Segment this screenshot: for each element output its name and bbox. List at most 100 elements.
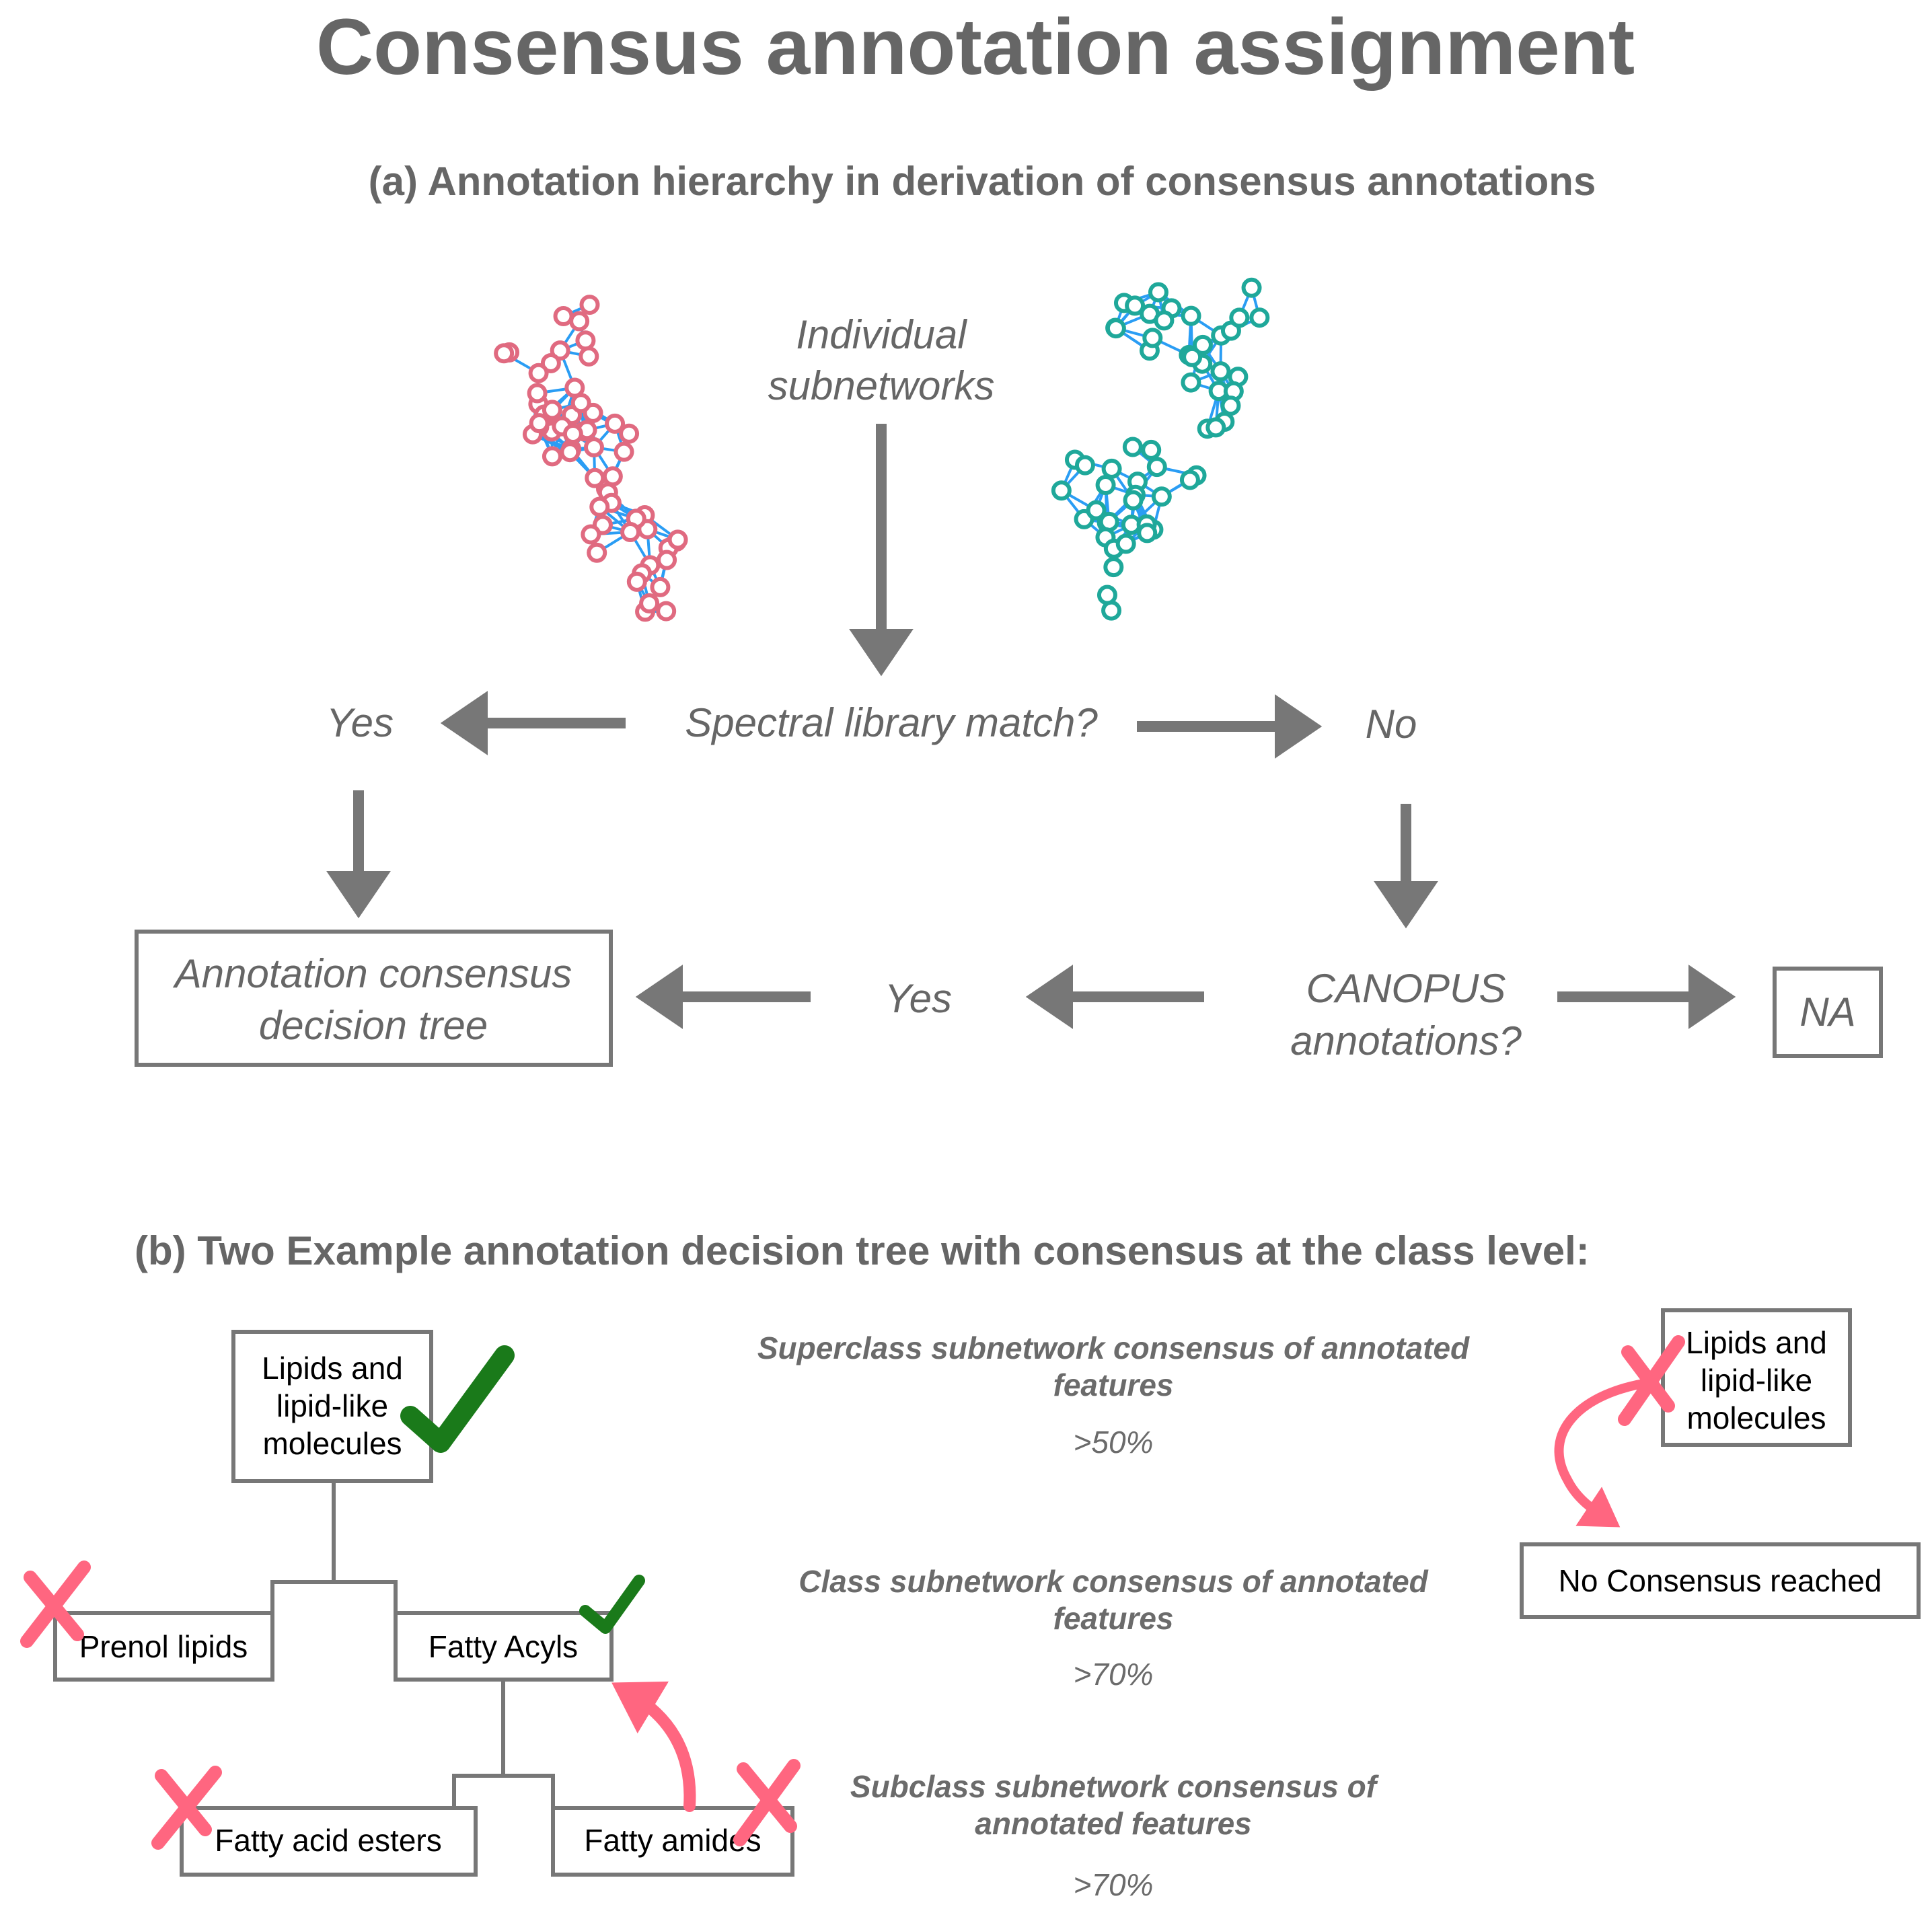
- tree2-root-line1: Lipids and: [1686, 1325, 1827, 1360]
- cross-icon: [733, 1759, 801, 1846]
- network-node: [650, 576, 671, 597]
- cross-icon: [20, 1561, 91, 1648]
- network-node: [560, 442, 581, 463]
- canopus-label-line1: CANOPUS: [1306, 966, 1506, 1011]
- tree2-root-line3: molecules: [1686, 1400, 1826, 1435]
- pink-curved-arrow-down: [1554, 1378, 1656, 1528]
- network-node: [1125, 295, 1146, 316]
- network-node: [1154, 310, 1175, 331]
- network-node: [1074, 455, 1095, 476]
- network-node: [550, 340, 570, 361]
- check-icon: [400, 1345, 515, 1453]
- network-node: [579, 346, 599, 367]
- network-node: [667, 529, 688, 550]
- network-node: [564, 377, 585, 398]
- decision-tree-box: [135, 930, 613, 1067]
- decision-tree-label-line1: Annotation consensus: [173, 951, 572, 996]
- prenol-lipids-box: [53, 1611, 274, 1682]
- yes-label-bottom: Yes: [885, 976, 952, 1021]
- canopus-label-line2: annotations?: [1290, 1018, 1522, 1063]
- no-label-top: No: [1366, 702, 1417, 747]
- fatty-acid-esters-label: Fatty acid esters: [215, 1823, 441, 1858]
- network-node: [569, 311, 590, 332]
- network-node: [1220, 396, 1241, 416]
- network-node: [1151, 486, 1172, 507]
- tree2-root-box: [1661, 1308, 1852, 1447]
- network-node: [589, 496, 610, 517]
- tree1-root-line3: molecules: [262, 1426, 402, 1461]
- network-node: [619, 423, 640, 444]
- network-node: [1141, 439, 1162, 460]
- superclass-level-line1: Superclass subnetwork consensus of annot…: [757, 1330, 1470, 1365]
- network-node: [1137, 523, 1158, 543]
- class-level-line2: features: [1053, 1601, 1174, 1636]
- network-node: [494, 343, 515, 364]
- network-node: [542, 400, 562, 420]
- network-node: [614, 441, 634, 462]
- tree2-root-line2: lipid-like: [1701, 1363, 1812, 1398]
- network-node: [1142, 328, 1163, 348]
- network-node: [1103, 557, 1124, 578]
- superclass-level-line2: features: [1053, 1367, 1174, 1402]
- spectral-library-question: Spectral library match?: [685, 700, 1098, 745]
- network-node: [1249, 307, 1270, 328]
- network-node: [562, 424, 583, 445]
- yes-label-top: Yes: [326, 700, 394, 745]
- network-node: [1115, 533, 1136, 554]
- check-icon: [579, 1575, 645, 1634]
- tree1-level2-bracket: [270, 1580, 398, 1614]
- class-threshold: >70%: [1074, 1657, 1154, 1692]
- na-label: NA: [1799, 989, 1855, 1035]
- network-node: [1051, 480, 1072, 501]
- network-node: [602, 466, 623, 487]
- page-title: Consensus annotation assignment: [316, 3, 1635, 91]
- pink-curved-arrow-up: [611, 1681, 696, 1812]
- prenol-lipids-label: Prenol lipids: [79, 1629, 248, 1664]
- network-node: [1229, 307, 1250, 328]
- superclass-threshold: >50%: [1074, 1425, 1154, 1460]
- cross-icon: [151, 1766, 222, 1850]
- network-node: [1148, 282, 1168, 303]
- network-node: [656, 601, 677, 622]
- network-node: [1192, 334, 1213, 355]
- no-consensus-box: [1520, 1542, 1921, 1619]
- network-node: [1095, 475, 1116, 496]
- network-node: [1122, 437, 1143, 457]
- network-node: [1210, 361, 1231, 382]
- fatty-acyls-box: [394, 1611, 614, 1682]
- network-node: [581, 524, 601, 545]
- subclass-threshold: >70%: [1074, 1867, 1154, 1902]
- no-consensus-label: No Consensus reached: [1559, 1563, 1882, 1598]
- class-level-line1: Class subnetwork consensus of annotated: [798, 1564, 1428, 1599]
- teal-subnetwork-graph: [1051, 277, 1270, 621]
- network-node: [540, 352, 561, 373]
- network-node: [1205, 417, 1226, 438]
- section-b-heading: (b) Two Example annotation decision tree…: [135, 1228, 1590, 1273]
- fatty-amides-label: Fatty amides: [584, 1823, 761, 1858]
- fatty-acid-esters-box: [180, 1806, 478, 1877]
- network-node: [542, 446, 562, 467]
- fatty-acyls-label: Fatty Acyls: [429, 1629, 578, 1664]
- network-node: [529, 413, 550, 434]
- network-node: [1181, 305, 1201, 326]
- network-node: [1105, 318, 1126, 339]
- decision-tree-label-line2: decision tree: [259, 1003, 488, 1048]
- network-node: [605, 413, 626, 434]
- network-node: [1181, 372, 1201, 393]
- network-node: [528, 363, 549, 383]
- network-node: [583, 437, 604, 457]
- network-node: [553, 306, 574, 327]
- tree1-root-line1: Lipids and: [262, 1351, 403, 1386]
- network-node: [575, 330, 596, 351]
- na-box: [1773, 967, 1883, 1058]
- network-node: [579, 295, 600, 315]
- pink-subnetwork-graph: [494, 295, 688, 622]
- tree1-root-box: [231, 1330, 433, 1483]
- network-node: [1123, 490, 1144, 511]
- individual-subnetworks-label-line1: Individual: [796, 312, 967, 357]
- network-node: [1182, 346, 1203, 367]
- subclass-level-line2: annotated features: [975, 1806, 1252, 1841]
- network-node: [1101, 458, 1122, 479]
- network-node: [1086, 500, 1107, 521]
